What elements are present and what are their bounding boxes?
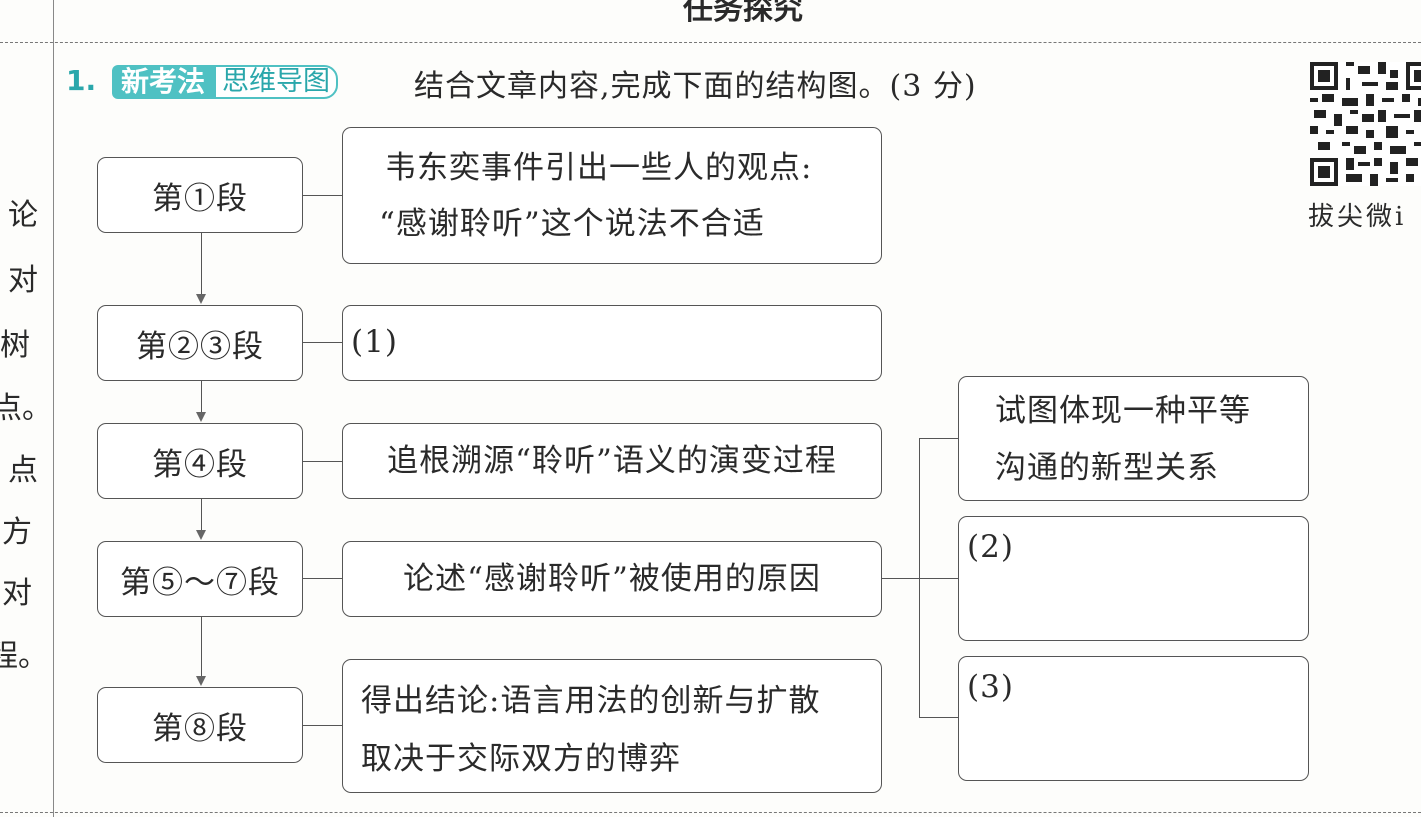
margin-char: 方	[2, 515, 32, 550]
segment-box-3: 第④段	[97, 423, 303, 499]
new-method-tag: 新考法	[112, 65, 215, 99]
spine-connector	[201, 381, 202, 413]
content-box-4: 论述“感谢聆听”被使用的原因	[342, 541, 882, 617]
content-line: 试图体现一种平等	[995, 393, 1251, 429]
margin-char: 对	[8, 263, 38, 298]
margin-char: 点	[8, 453, 38, 488]
reason-box-1: 试图体现一种平等 沟通的新型关系	[958, 376, 1309, 501]
bracket-branch	[919, 438, 958, 439]
segment-box-2: 第②③段	[97, 305, 303, 381]
content-line: “感谢聆听”这个说法不合适	[379, 206, 765, 242]
segment-box-5: 第⑧段	[97, 687, 303, 763]
content-box-1: 韦东奕事件引出一些人的观点: “感谢聆听”这个说法不合适	[342, 127, 882, 264]
section-title: 任务探究	[683, 0, 803, 27]
segment-content-connector	[303, 342, 342, 343]
question-tags: 新考法 思维导图	[112, 62, 404, 102]
content-line: 论述“感谢聆听”被使用的原因	[403, 561, 821, 597]
segment-content-connector	[303, 725, 342, 726]
down-arrow-icon	[196, 530, 206, 540]
segment-content-connector	[303, 578, 342, 579]
answer-blank-3[interactable]: (3)	[958, 656, 1309, 781]
question-number: 1.	[66, 64, 97, 97]
reason-connector	[882, 578, 958, 579]
content-box-5: 得出结论:语言用法的创新与扩散 取决于交际双方的博弈	[342, 659, 882, 793]
header-divider	[0, 42, 1421, 43]
down-arrow-icon	[196, 676, 206, 686]
spine-connector	[201, 617, 202, 677]
content-line: 取决于交际双方的博弈	[361, 741, 681, 777]
margin-char: 对	[2, 576, 32, 611]
margin-char: 论	[8, 198, 38, 233]
down-arrow-icon	[196, 412, 206, 422]
content-line: 沟通的新型关系	[995, 450, 1219, 486]
page-margin-line	[53, 0, 54, 817]
margin-char: 程。	[0, 639, 48, 674]
margin-char: 点。	[0, 391, 52, 426]
answer-blank-2[interactable]: (2)	[958, 516, 1309, 641]
blank-label: (2)	[967, 529, 1014, 565]
content-box-3: 追根溯源“聆听”语义的演变过程	[342, 423, 882, 499]
content-line: 韦东奕事件引出一些人的观点:	[385, 150, 813, 186]
qr-caption: 拔尖微i	[1308, 202, 1407, 232]
bracket-branch	[919, 717, 958, 718]
down-arrow-icon	[196, 294, 206, 304]
segment-box-4: 第⑤～⑦段	[97, 541, 303, 617]
blank-label: (3)	[967, 669, 1014, 705]
margin-char: 树	[0, 328, 30, 363]
mind-map-tag: 思维导图	[214, 65, 339, 99]
segment-content-connector	[303, 195, 342, 196]
segment-box-1: 第①段	[97, 157, 303, 233]
qr-code-icon	[1310, 62, 1421, 186]
spine-connector	[201, 499, 202, 531]
footer-divider	[0, 812, 1421, 813]
bracket-line	[919, 438, 920, 718]
content-line: 追根溯源“聆听”语义的演变过程	[387, 443, 837, 479]
question-prompt: 结合文章内容,完成下面的结构图。(3 分)	[414, 69, 977, 104]
spine-connector	[201, 233, 202, 295]
content-line: 得出结论:语言用法的创新与扩散	[361, 683, 821, 719]
segment-content-connector	[303, 461, 342, 462]
answer-blank-1[interactable]: (1)	[342, 305, 882, 381]
blank-label: (1)	[351, 324, 398, 360]
